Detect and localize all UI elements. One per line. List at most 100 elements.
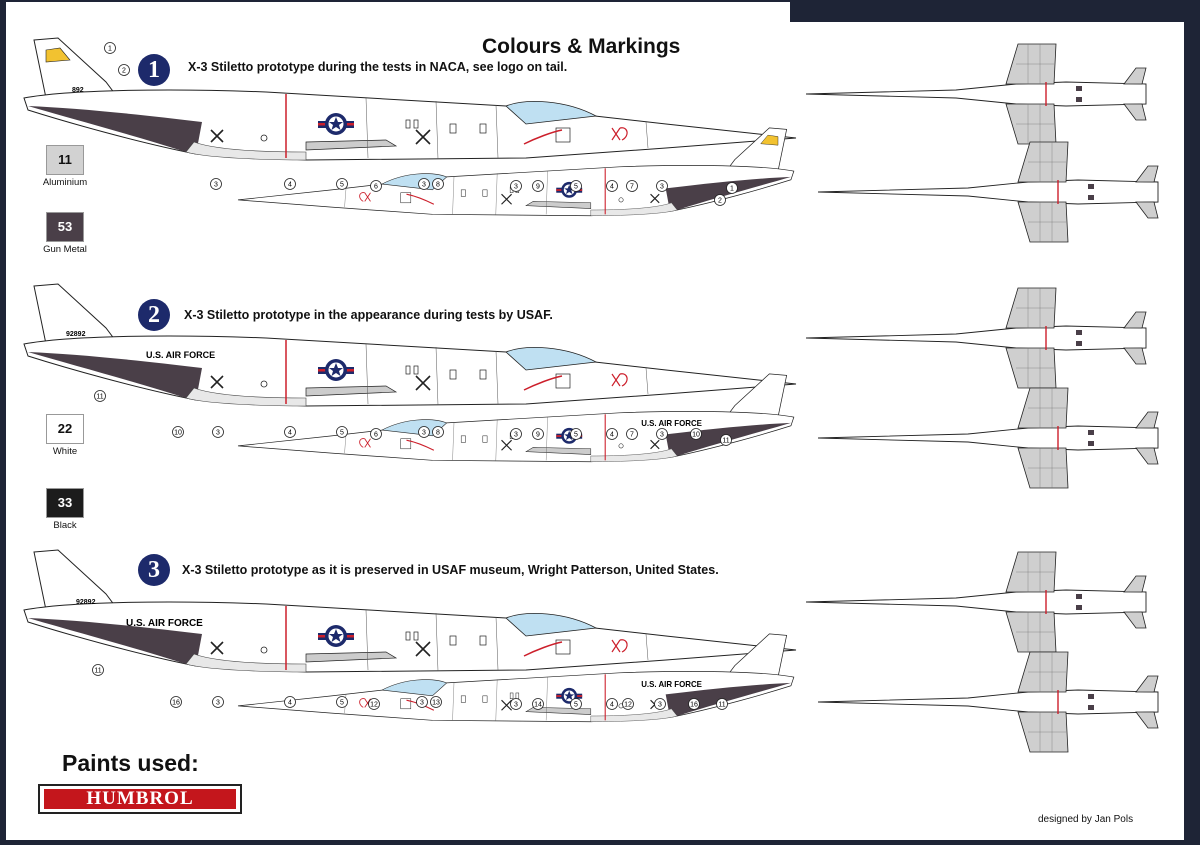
callout-s2_right-7: 10 <box>690 428 702 440</box>
callout-s1_left-0: 3 <box>210 178 222 190</box>
callout-s1_right-5: 7 <box>626 180 638 192</box>
scheme-2-plan-top <box>805 287 1147 389</box>
callout-number: 5 <box>574 184 578 191</box>
callout-number: 9 <box>536 184 540 191</box>
callout-number: 14 <box>534 702 542 709</box>
scheme-1-side-lower <box>238 128 794 216</box>
callout-s3_left-4: 5 <box>336 696 348 708</box>
callout-s3_right-3: 5 <box>570 698 582 710</box>
scheme-2-usaf-text-lower: U.S. AIR FORCE <box>641 419 702 428</box>
humbrol-logo-text: HUMBROL <box>44 789 236 809</box>
callout-s1_right-1: 3 <box>510 180 522 192</box>
scheme-3-usaf-text-lower: U.S. AIR FORCE <box>641 680 702 689</box>
callout-s3_right-5: 12 <box>622 698 634 710</box>
callout-number: 11 <box>94 668 101 675</box>
callout-s1_top-0: 1 <box>104 42 116 54</box>
callout-s1_right-7: 1 <box>726 182 738 194</box>
scheme-3-serial: 92892 <box>76 599 96 606</box>
callout-number: 4 <box>610 184 614 191</box>
scheme-2-usaf-text: U.S. AIR FORCE <box>146 350 215 360</box>
callout-number: 3 <box>660 432 664 439</box>
callout-s3_left-2: 3 <box>212 696 224 708</box>
callout-number: 16 <box>172 700 180 707</box>
callout-number: 10 <box>692 432 700 439</box>
callout-number: 5 <box>340 700 344 707</box>
scheme-1-text: X-3 Stiletto prototype during the tests … <box>188 60 568 74</box>
paints-used-heading: Paints used: <box>62 750 199 776</box>
paint-swatch-gun-metal: 53 <box>46 212 84 242</box>
paint-label-aluminium: Aluminium <box>42 177 88 188</box>
callout-s2_right-8: 11 <box>720 434 732 446</box>
callout-number: 5 <box>340 430 344 437</box>
callout-number: 3 <box>514 702 518 709</box>
callout-s2_right-5: 7 <box>626 428 638 440</box>
callout-s3_left-1: 16 <box>170 696 182 708</box>
callout-number: 7 <box>630 432 634 439</box>
callout-s1_right-8: 2 <box>714 194 726 206</box>
callout-number: 8 <box>436 182 440 189</box>
callout-number: 2 <box>122 68 126 75</box>
scheme-1-badge: 1 <box>138 54 170 86</box>
callout-number: 3 <box>514 432 518 439</box>
callout-number: 4 <box>610 432 614 439</box>
scheme-2-badge: 2 <box>138 299 170 331</box>
callout-number: 7 <box>630 184 634 191</box>
callout-number: 3 <box>216 430 220 437</box>
callout-number: 3 <box>216 700 220 707</box>
paint-label-gun-metal: Gun Metal <box>43 244 87 255</box>
callout-s3_right-4: 4 <box>606 698 618 710</box>
callout-s2_left-2: 3 <box>212 426 224 438</box>
callout-s1_right-2: 9 <box>532 180 544 192</box>
callout-number: 3 <box>420 700 424 707</box>
callout-s3_left-0: 11 <box>92 664 104 676</box>
scheme-1-side-upper: 892 <box>23 37 797 161</box>
callout-number: 10 <box>174 430 182 437</box>
callout-s1_left-4: 8 <box>432 178 444 190</box>
callout-number: 1 <box>108 46 112 53</box>
callout-number: 5 <box>340 182 344 189</box>
callout-number: 12 <box>624 702 632 709</box>
callout-number: 9 <box>536 432 540 439</box>
callout-number: 4 <box>288 700 292 707</box>
callout-s2_right-6: 3 <box>656 428 668 440</box>
right-dark-edge <box>1184 2 1194 840</box>
callout-number: 5 <box>574 702 578 709</box>
callout-number: 4 <box>288 430 292 437</box>
scheme-2-side-lower: U.S. AIR FORCE <box>238 374 794 462</box>
humbrol-logo: HUMBROL <box>38 784 242 814</box>
callout-s2_right-4: 4 <box>606 428 618 440</box>
paint-label-white: White <box>52 446 78 457</box>
callout-s1_right-4: 4 <box>606 180 618 192</box>
callout-s3_right-6: 3 <box>654 698 666 710</box>
callout-number: 3 <box>660 184 664 191</box>
callout-s2_left-6: 8 <box>432 426 444 438</box>
callout-number: 3 <box>658 702 662 709</box>
callout-s3_right-1: 3 <box>510 698 522 710</box>
scheme-3-usaf-text: U.S. AIR FORCE <box>126 618 203 629</box>
callout-number: 4 <box>288 182 292 189</box>
callout-number: 3 <box>422 182 426 189</box>
callout-number: 11 <box>96 394 103 401</box>
callout-number: 11 <box>722 438 729 445</box>
callout-s3_right-8: 11 <box>716 698 728 710</box>
instruction-sheet: Colours & Markings 1 X-3 Stiletto protot… <box>6 2 1194 840</box>
callout-s2_right-0: 6 <box>370 428 382 440</box>
callout-s1_left-1: 4 <box>284 178 296 190</box>
callout-number: 3 <box>514 184 518 191</box>
top-dark-strip <box>790 2 1194 22</box>
callout-s2_left-5: 3 <box>418 426 430 438</box>
callout-number: 6 <box>374 432 378 439</box>
scheme-1-plan-bottom <box>817 141 1159 243</box>
callout-number: 5 <box>574 432 578 439</box>
callout-s2_left-0: 11 <box>94 390 106 402</box>
callout-number: 3 <box>214 182 218 189</box>
callout-number: 13 <box>432 700 440 707</box>
callout-number: 4 <box>610 702 614 709</box>
callout-s2_left-4: 5 <box>336 426 348 438</box>
page-title: Colours & Markings <box>482 35 681 58</box>
scheme-3-plan-bottom <box>817 651 1159 753</box>
callout-number: 16 <box>690 702 698 709</box>
callout-number: 11 <box>718 702 725 709</box>
callout-s2_right-2: 9 <box>532 428 544 440</box>
aircraft-drawings: 892 U.S. AIR FORCE 92892 U.S. AIR FORCE … <box>23 37 1159 753</box>
